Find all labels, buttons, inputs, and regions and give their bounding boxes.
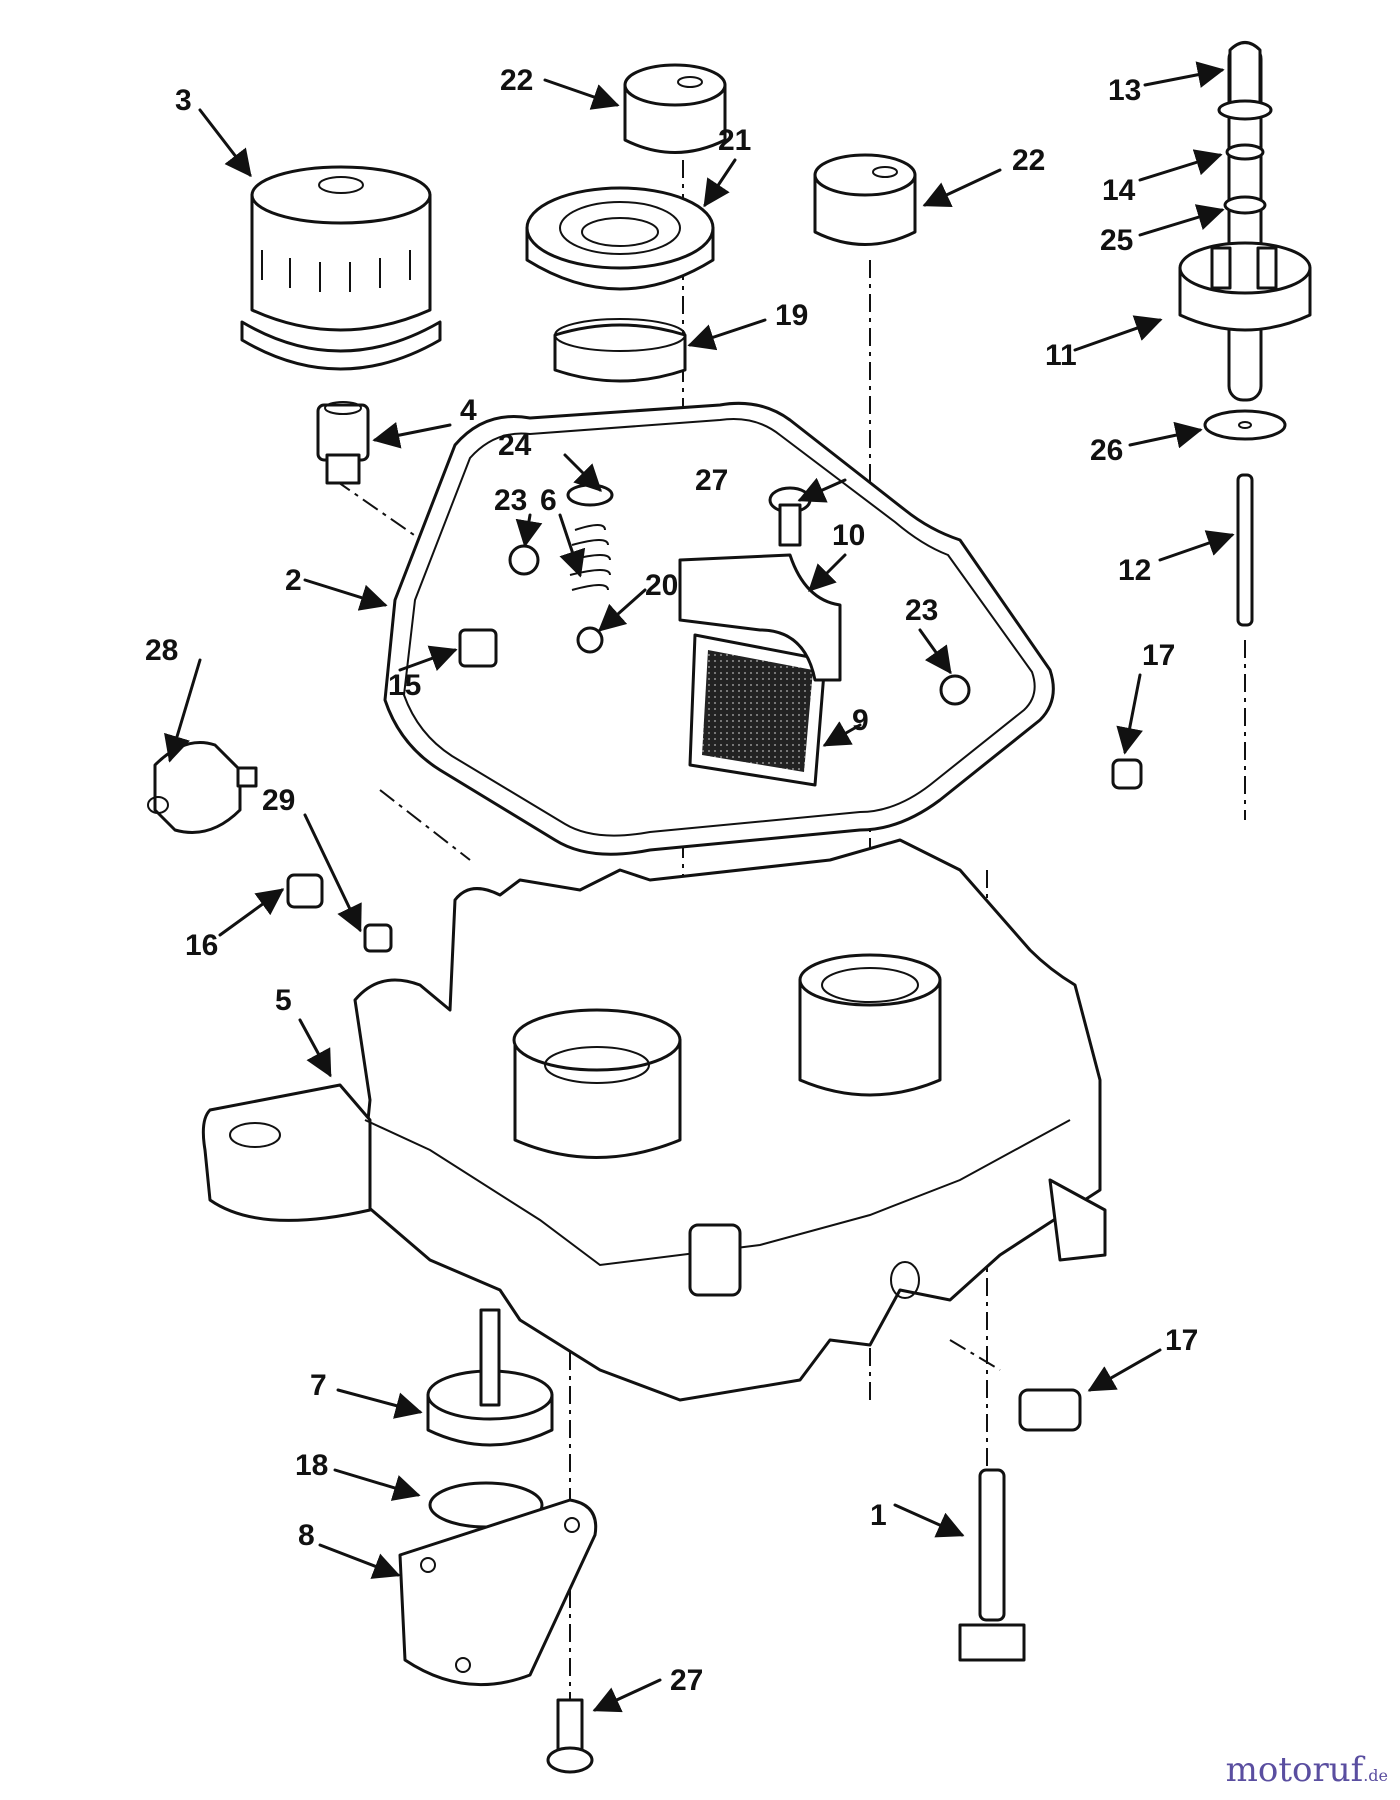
callout-labels: 3 2 4 5 28 16 29 15 24 23 6 20 22 21 19 … — [145, 64, 1198, 1697]
plug-29-part — [363, 923, 393, 953]
callout-22-right: 22 — [1012, 144, 1045, 177]
callout-23-right: 23 — [905, 594, 938, 627]
ball-bearing-part — [525, 186, 715, 291]
fitting-part — [458, 628, 498, 668]
screw-upper-part — [768, 486, 812, 547]
baffle-part — [678, 553, 842, 682]
oil-screen-part — [688, 633, 827, 787]
callout-5: 5 — [275, 984, 292, 1017]
plug-part — [508, 544, 971, 706]
watermark-suffix: .de — [1363, 1766, 1388, 1785]
plug-16-part — [286, 873, 324, 909]
relief-valve-part — [566, 483, 614, 654]
callout-17-upper: 17 — [1142, 639, 1175, 672]
callout-17-lower: 17 — [1165, 1324, 1198, 1357]
pump-cover-part — [398, 1498, 598, 1687]
callout-19: 19 — [775, 299, 808, 332]
callout-11: 11 — [1045, 339, 1077, 372]
bearing-cup-right-part — [813, 153, 917, 246]
filter-nipple-part — [316, 401, 370, 485]
callout-21: 21 — [718, 124, 751, 157]
callout-12: 12 — [1118, 554, 1151, 587]
watermark-brand: motoruf — [1225, 1750, 1364, 1790]
callout-8: 8 — [298, 1519, 315, 1552]
crankcase-part — [201, 838, 1107, 1402]
governor-stack-part — [1178, 41, 1312, 627]
callout-7: 7 — [310, 1369, 327, 1402]
callout-4: 4 — [460, 394, 477, 427]
callout-22-upper: 22 — [500, 64, 533, 97]
callout-20: 20 — [645, 569, 678, 602]
bolt-part — [958, 1468, 1026, 1662]
gasket-part — [383, 401, 1055, 856]
pressure-switch-part — [147, 741, 258, 834]
screw-lower-part — [546, 1698, 594, 1774]
callout-9: 9 — [852, 704, 869, 737]
callout-25: 25 — [1100, 224, 1133, 257]
callout-2: 2 — [285, 564, 302, 597]
callout-24: 24 — [498, 429, 532, 462]
leader-arrows — [164, 61, 1235, 1713]
oil-pump-rotor-part — [426, 1308, 554, 1447]
watermark-logo: motoruf.de — [1226, 1750, 1388, 1790]
callout-27-upper: 27 — [695, 464, 728, 497]
callout-3: 3 — [175, 84, 192, 117]
callout-23-left: 23 — [494, 484, 527, 517]
callout-15: 15 — [388, 669, 421, 702]
callout-14: 14 — [1102, 174, 1136, 207]
callout-28: 28 — [145, 634, 178, 667]
seal-part — [553, 318, 687, 383]
callout-6: 6 — [540, 484, 557, 517]
callout-29: 29 — [262, 784, 295, 817]
callout-10: 10 — [832, 519, 865, 552]
oil-filter-part — [240, 165, 442, 371]
callout-16: 16 — [185, 929, 218, 962]
callout-1: 1 — [870, 1499, 887, 1532]
callout-26: 26 — [1090, 434, 1123, 467]
plug-17-upper-part — [1111, 758, 1143, 790]
bearing-cup-upper-part — [623, 63, 727, 154]
callout-13: 13 — [1108, 74, 1141, 107]
callout-18: 18 — [295, 1449, 328, 1482]
callout-27-lower: 27 — [670, 1664, 703, 1697]
plug-17-lower-part — [1018, 1388, 1082, 1432]
